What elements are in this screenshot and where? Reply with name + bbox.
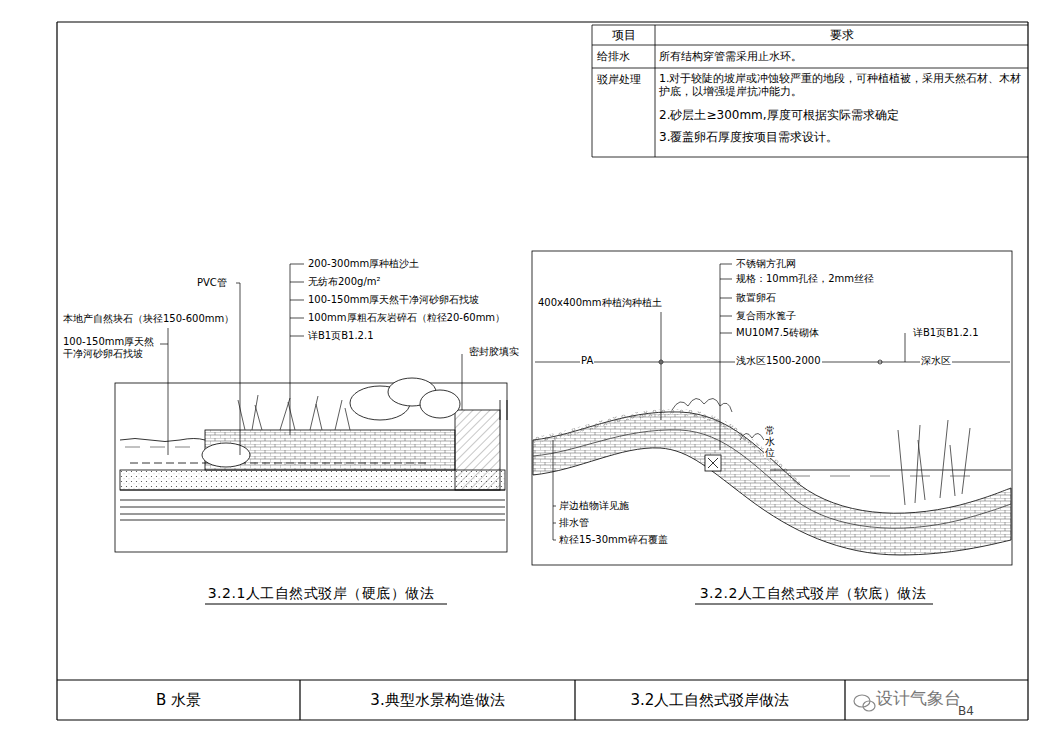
soft-bottom-section	[533, 412, 800, 485]
hard-bottom-section	[202, 443, 250, 467]
callout-label: 本地产自然块石（块径150-600mm）	[62, 313, 235, 325]
zone-label: PA	[580, 355, 594, 367]
zone-label: 深水区	[920, 355, 952, 367]
requirement-table	[592, 25, 1028, 157]
sheet-frame	[57, 22, 1028, 720]
callout-label: PVC管	[196, 277, 228, 289]
leader-lines	[720, 264, 732, 450]
hard-bottom-section	[120, 490, 505, 520]
title-cell: 3.2人工自然式驳岸做法	[575, 691, 845, 709]
title-cell: B 水景	[57, 691, 300, 709]
callout-label: 详B1页B1.2.1	[307, 330, 375, 342]
hard-bottom-section	[120, 439, 205, 442]
soft-bottom-section	[532, 251, 1012, 565]
requirement-table	[592, 25, 1028, 157]
leader-lines	[553, 440, 556, 540]
leader-lines	[661, 312, 662, 420]
callout-label: 粒径15-30mm碎石覆盖	[558, 534, 669, 546]
leader-lines	[160, 328, 168, 455]
hard-bottom-section	[500, 400, 507, 420]
soft-bottom-section	[705, 455, 721, 471]
callout-label: 岸边植物详见施	[558, 500, 630, 512]
watermark-icon	[863, 701, 875, 711]
detail-caption: 3.2.2人工自然式驳岸（软底）做法	[663, 585, 963, 602]
soft-bottom-section	[672, 398, 764, 440]
callout-label: 无纺布200g/m²	[307, 276, 382, 288]
leader-lines	[290, 264, 304, 435]
leader-lines	[160, 264, 1010, 604]
callout-label: 详B1页B1.2.1	[912, 327, 980, 339]
leader-lines	[659, 360, 663, 364]
leader-lines	[236, 283, 240, 455]
sheet-frame	[57, 680, 1028, 720]
hard-bottom-section	[120, 470, 505, 490]
water-level-label: 常水位	[764, 425, 776, 458]
soft-bottom-section	[532, 251, 1012, 565]
hard-bottom-section	[455, 410, 500, 490]
leader-lines	[905, 333, 906, 362]
sheet-frame	[57, 22, 1028, 720]
callout-label: 400x400mm种植沟种植土	[537, 297, 663, 309]
hard-bottom-section	[420, 390, 460, 418]
callout-label: 200-300mm厚种植沙土	[307, 258, 420, 270]
table-cell: 所有结构穿管需采用止水环。	[659, 50, 802, 63]
callout-label: 复合雨水篦子	[735, 310, 797, 322]
watermark: 设计气象台	[876, 688, 961, 708]
table-cell: 给排水	[597, 50, 630, 63]
callout-label: 密封胶填实	[468, 346, 520, 358]
detail-caption: 3.2.1人工自然式驳岸（硬底）做法	[171, 585, 471, 602]
leader-lines	[878, 360, 882, 364]
hard-bottom-section	[238, 395, 350, 430]
callout-label: 100mm厚粗石灰岩碎石（粒径20-60mm）	[307, 312, 506, 324]
leader-lines	[462, 354, 463, 410]
soft-bottom-section	[770, 470, 1011, 471]
callout-label: 散置卵石	[735, 292, 777, 304]
hard-bottom-section	[115, 383, 507, 552]
hard-bottom-section	[130, 463, 430, 464]
leader-lines	[205, 604, 933, 605]
title-cell: 3.典型水景构造做法	[300, 691, 575, 709]
soft-bottom-section	[790, 476, 970, 477]
hard-bottom-section	[125, 447, 190, 448]
soft-bottom-section	[708, 458, 718, 468]
table-cell: 2.砂层土≥300mm,厚度可根据实际需求确定	[659, 108, 899, 122]
callout-label: 排水管	[558, 517, 590, 529]
soft-bottom-section	[898, 420, 970, 505]
table-header: 要求	[655, 28, 1028, 42]
callout-label: 100-150mm厚天然干净河砂卵石找坡	[62, 336, 160, 360]
callout-label: MU10M7.5砖砌体	[735, 327, 820, 339]
table-header: 项目	[592, 28, 655, 42]
zone-label: 浅水区1500-2000	[735, 355, 822, 367]
soft-bottom-section	[533, 412, 1011, 555]
callout-label: 100-150mm厚天然干净河砂卵石找坡	[307, 294, 480, 306]
table-cell: 1.对于较陡的坡岸或冲蚀较严重的地段，可种植植被，采用天然石材、木材护底，以增强…	[659, 72, 1023, 98]
callout-label: 不锈钢方孔网	[735, 258, 797, 270]
callout-label: 规格：10mm孔径，2mm丝径	[735, 273, 875, 285]
table-cell: 驳岸处理	[597, 73, 641, 86]
watermark-icon	[854, 695, 875, 711]
sheet-number: B4	[958, 704, 974, 718]
hard-bottom-section	[115, 378, 507, 552]
table-cell: 3.覆盖卵石厚度按项目需求设计。	[659, 130, 838, 144]
